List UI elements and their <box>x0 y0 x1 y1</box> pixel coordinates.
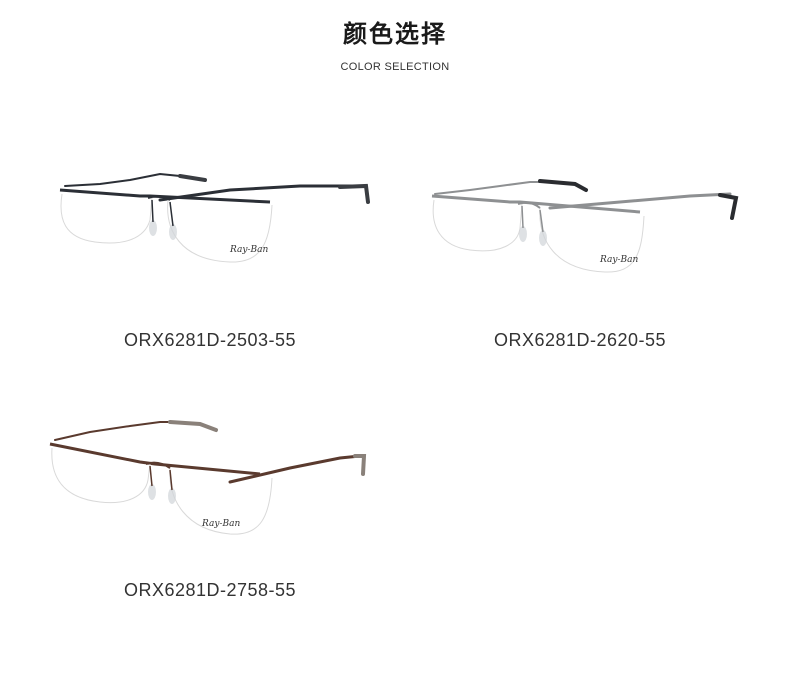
page-subtitle: COLOR SELECTION <box>340 61 450 73</box>
svg-text:Ray-Ban: Ray-Ban <box>229 245 268 255</box>
glasses-icon: Ray-Ban <box>59 172 370 263</box>
svg-text:Ray-Ban: Ray-Ban <box>201 519 240 529</box>
glasses-icon: Ray-Ban <box>431 179 739 273</box>
product-option-2[interactable]: Ray-Ban ORX6281D-2620-55 <box>400 150 760 390</box>
product-code: ORX6281D-2758-55 <box>123 580 297 600</box>
glasses-icon: Ray-Ban <box>49 420 367 535</box>
product-code: ORX6281D-2503-55 <box>123 330 297 350</box>
section-header: 颜色选择 COLOR SELECTION <box>0 18 790 74</box>
svg-text:Ray-Ban: Ray-Ban <box>599 255 638 265</box>
product-option-1[interactable]: Ray-Ban ORX6281D-2503-55 <box>30 150 390 390</box>
product-code: ORX6281D-2620-55 <box>493 330 667 350</box>
product-option-3[interactable]: Ray-Ban ORX6281D-2758-55 <box>30 400 390 640</box>
page-title: 颜色选择 <box>343 20 447 48</box>
